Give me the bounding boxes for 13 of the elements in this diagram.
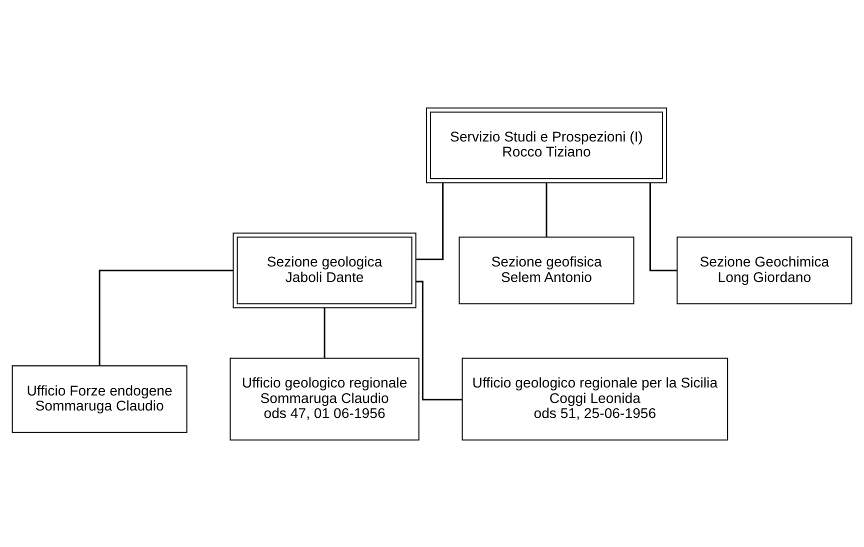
connector (98, 269, 234, 366)
node-box: Ufficio geologico regionale per la Sicilia Coggi Leonida ods 51, 25-06-1956 (462, 357, 728, 440)
node-box: Sezione geofisica Selem Antonio (458, 236, 634, 304)
node-box: Ufficio geologico regionale Sommaruga Claudio ods 47, 01 06-1956 (230, 357, 420, 440)
node-box: Sezione geologica Jaboli Dante (232, 232, 416, 308)
connector (546, 182, 548, 236)
connector (416, 182, 444, 260)
connector (324, 308, 326, 358)
node-box: Sezione Geochimica Long Giordano (676, 236, 852, 304)
node-box: Servizio Studi e Prospezioni (I) Rocco Tiziano (426, 107, 668, 183)
node-box: Ufficio Forze endogene Sommaruga Claudio (12, 364, 188, 432)
connector (649, 182, 677, 271)
connector (416, 280, 462, 400)
